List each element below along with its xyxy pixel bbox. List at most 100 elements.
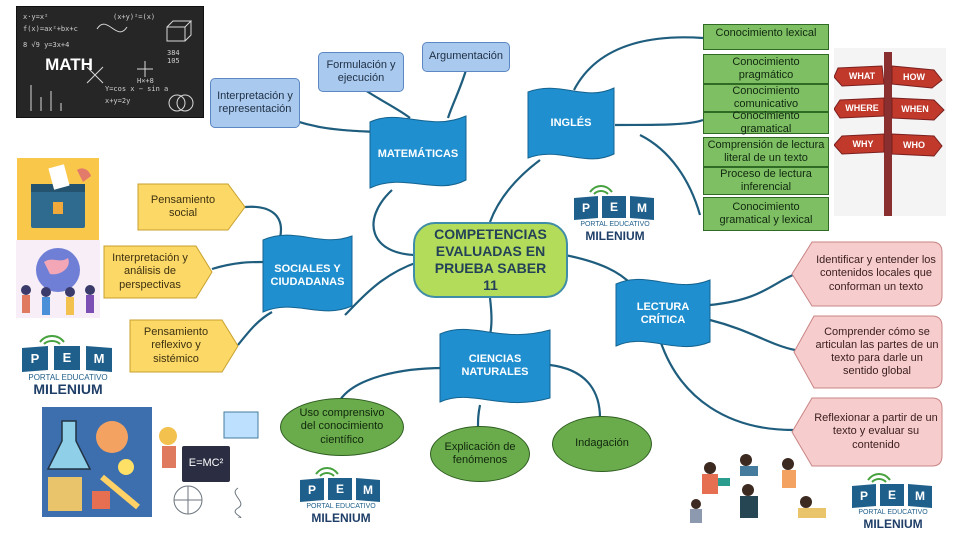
link-center-ingles [488,159,541,223]
svg-text:105: 105 [167,57,180,65]
logo-letter-m: M [637,200,647,215]
logo-letter-e: E [335,481,344,496]
science-flask-icon [46,420,140,511]
logo-letter-m: M [363,482,373,497]
sign-how: HOW [903,71,925,82]
topic-matematicas: MATEMÁTICAS [377,148,459,161]
people-globe-icon [21,248,95,315]
link-cie-3 [549,363,602,419]
mat-item-formulacion: Formulación y ejecución [318,52,404,92]
lec-item-reflexionar: Reflexionar a partir de un texto y evalu… [814,412,938,451]
logo-letter-p: P [581,200,590,215]
logo-letter-m: M [915,488,925,503]
formula-image: E=MC² [154,408,264,519]
logo-letter-e: E [887,487,896,502]
link-soc-1 [244,205,283,239]
arrow-lec-1 [791,241,943,307]
cie-item-indagacion: Indagación [552,416,652,472]
cie-item-explicacion: Explicación de fenómenos [430,426,530,482]
svg-text:Y=cos x − sin a: Y=cos x − sin a [105,85,168,93]
portal-logo-sociales: P E M PORTAL EDUCATIVO MILENIUM [18,330,118,398]
logo-line1: PORTAL EDUCATIVO [28,373,108,383]
logo-line1: PORTAL EDUCATIVO [580,220,650,228]
arrow-soc-3 [129,319,239,373]
ing-item-6: Proceso de lectura inferencial [703,167,829,195]
svg-text:384: 384 [167,49,180,57]
ing-item-4: Conocimiento gramatical [703,110,829,135]
pem-logo-icon [852,473,932,508]
logo-letter-p: P [859,488,868,503]
ing-item-1: Conocimiento lexical [703,24,829,50]
math-chalkboard-image: x·y=x² f(x)=ax²+bx+c 8 √9 y=3x+4 (x+y)²=… [16,6,204,118]
link-ing-2 [639,134,702,216]
logo-letter-p: P [30,351,40,367]
readers-icon [690,454,826,523]
link-ing-3 [614,118,704,127]
ing-item-5: Comprensión de lectura literal de un tex… [703,137,829,167]
link-soc-2 [211,260,264,271]
banner-lectura [615,278,711,348]
svg-text:f(x)=ax²+bx+c: f(x)=ax²+bx+c [23,25,78,33]
link-center-sociales [344,260,419,316]
sign-why: WHY [852,138,874,149]
logo-letter-e: E [609,199,618,214]
logo-line1: PORTAL EDUCATIVO [858,508,928,516]
link-mat-arg [446,69,468,119]
ing-item-2: Conocimiento pragmático [703,54,829,84]
link-center-matematicas [372,189,419,257]
reading-people-image [688,450,838,526]
logo-letter-e: E [62,350,72,366]
portal-logo-ciencias: P E M PORTAL EDUCATIVO MILENIUM [296,462,386,526]
logo-line2: MILENIUM [33,381,103,398]
banner-ciencias [439,328,551,404]
logo-letter-p: P [307,482,316,497]
svg-text:8 √9 y=3x+4: 8 √9 y=3x+4 [23,41,69,49]
math-image-title: MATH [45,54,93,74]
soc-item-reflexivo: Pensamiento reflexivo y sistémico [143,326,209,365]
scientist-atom-icon [159,411,259,519]
link-mat-form [364,89,411,119]
link-soc-3 [237,311,273,346]
banner-ingles [527,87,615,160]
chalk-formulas-icon: x·y=x² f(x)=ax²+bx+c 8 √9 y=3x+4 (x+y)²=… [23,13,194,112]
logo-line2: MILENIUM [863,516,923,531]
svg-text:x·y=x²: x·y=x² [23,13,48,21]
logo-letter-m: M [93,351,105,367]
ing-item-7: Conocimiento gramatical y lexical [703,197,829,231]
pem-logo-icon [574,185,654,220]
ballot-box-image [17,158,99,240]
sign-where: WHERE [845,102,879,113]
svg-text:H×+8: H×+8 [137,77,154,85]
topic-ingles: INGLÉS [550,117,592,130]
logo-line1: PORTAL EDUCATIVO [306,502,376,510]
science-image [42,407,152,517]
portal-logo-lectura: P E M PORTAL EDUCATIVO MILENIUM [848,470,938,532]
ballot-box-icon [31,164,91,228]
link-lec-3 [658,339,794,432]
ing-item-3: Conocimiento comunicativo [703,84,829,112]
topic-sociales: SOCIALES Y CIUDADANAS [270,262,345,288]
perspectives-image [16,240,100,318]
lec-item-identificar: Identificar y entender los contenidos lo… [816,254,936,293]
sign-what: WHAT [848,70,876,81]
mat-item-interpretacion: Interpretación y representación [210,78,300,128]
link-cie-1 [339,366,445,401]
arrow-lec-3 [791,397,943,467]
link-lec-2 [709,318,796,352]
arrow-soc-2 [103,245,213,299]
topic-lectura: LECTURA CRÍTICA [636,300,690,326]
logo-line2: MILENIUM [585,228,645,243]
formula-text: E=MC² [188,457,224,470]
pem-logo-icon [22,335,112,372]
mat-item-argumentacion: Argumentación [422,42,510,72]
svg-text:(x+y)²=(x): (x+y)²=(x) [113,13,155,21]
pem-logo-icon [300,467,380,502]
logo-line2: MILENIUM [311,510,371,525]
center-node: COMPETENCIAS EVALUADAS EN PRUEBA SABER 1… [413,222,568,298]
link-ing-1 [573,36,704,91]
svg-text:x+y=2y: x+y=2y [105,97,130,105]
portal-logo-ingles: P E M PORTAL EDUCATIVO MILENIUM [570,180,660,244]
cie-item-uso-comprensivo: Uso comprensivo del conocimiento científ… [280,398,404,456]
